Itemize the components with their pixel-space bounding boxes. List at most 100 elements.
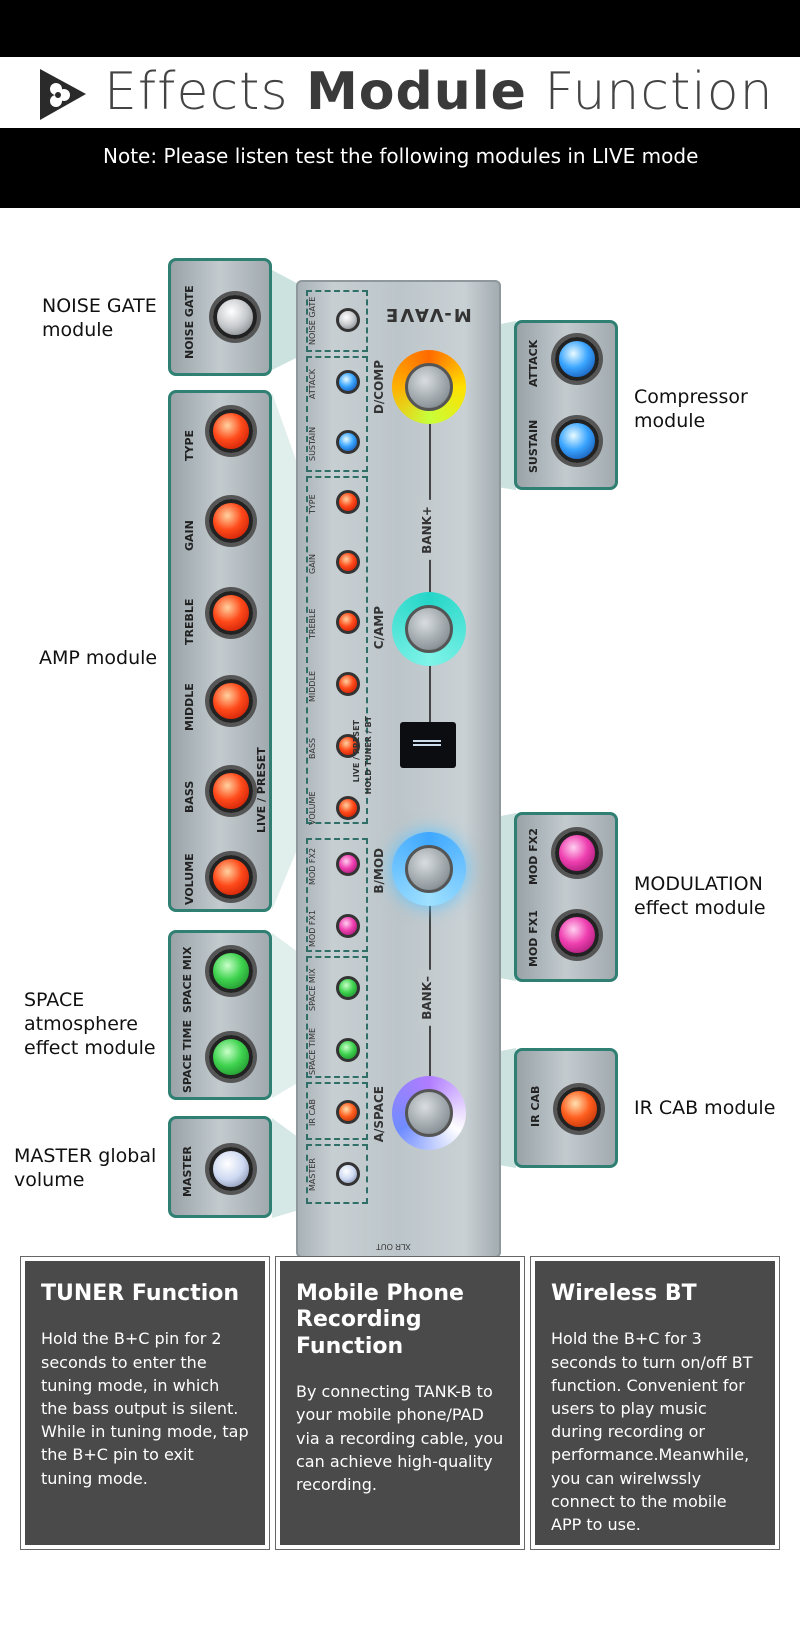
card-body: Hold the B+C pin for 2 seconds to enter …: [41, 1329, 249, 1488]
ir-cab-knob[interactable]: [557, 1087, 601, 1131]
pedal-knob-label: ATTACK: [308, 368, 317, 400]
hold-tuner-label: HOLD TUNER / BT: [364, 716, 373, 795]
pedal-knob-mod-fx1[interactable]: [336, 914, 360, 938]
compressor-dashed-box: [306, 356, 368, 472]
footswitch-d[interactable]: [392, 350, 466, 424]
pedal-knob-label: NOISE GATE: [308, 296, 317, 346]
knob-label: SPACE MIX: [181, 946, 194, 1013]
note-bar: Note: Please listen test the following m…: [0, 128, 800, 208]
bank-plus-line: [429, 390, 431, 750]
ir-cab-panel: IR CAB: [514, 1048, 618, 1168]
attack-knob[interactable]: [555, 337, 599, 381]
pedal-knob-master[interactable]: [336, 1162, 360, 1186]
noise-gate-knob[interactable]: [213, 295, 257, 339]
pedal-knob-ir-cab[interactable]: [336, 1100, 360, 1124]
live-preset-side-label: LIVE / PRESET: [255, 747, 268, 833]
amp-bass-knob[interactable]: [209, 769, 253, 813]
amp-volume-knob[interactable]: [209, 855, 253, 899]
space-panel: SPACE MIX SPACE TIME: [168, 930, 272, 1100]
modulation-panel: MOD FX2 MOD FX1: [514, 812, 618, 982]
diagram-stage: NOISE GATE ATTACK SUSTAIN TYPE GAIN TREB…: [0, 208, 800, 1258]
pedal-brand: M-VAVE: [384, 304, 472, 325]
knob-label: TYPE: [183, 429, 196, 461]
footswitch-c[interactable]: [392, 592, 466, 666]
pedal-knob-attack[interactable]: [336, 370, 360, 394]
pedal-knob-volume[interactable]: [336, 796, 360, 820]
ircab-dashed-box: [306, 1082, 368, 1140]
top-black-bar: [0, 0, 800, 57]
pedal-knob-treble[interactable]: [336, 610, 360, 634]
pedal-knob-sustain[interactable]: [336, 430, 360, 454]
card-body: By connecting TANK-B to your mobile phon…: [296, 1382, 504, 1494]
knob-label: MIDDLE: [183, 683, 196, 731]
amp-gain-knob[interactable]: [209, 499, 253, 543]
pedal-knob-middle[interactable]: [336, 672, 360, 696]
pedal-knob-label: GAIN: [308, 554, 317, 575]
mod-fx2-knob[interactable]: [555, 831, 599, 875]
noise-gate-dashed-box: [306, 290, 368, 352]
amp-type-knob[interactable]: [209, 409, 253, 453]
mod-fx1-knob[interactable]: [555, 913, 599, 957]
page-title: Effects Module Function: [104, 62, 774, 122]
space-time-knob[interactable]: [209, 1035, 253, 1079]
card-title: Mobile Phone Recording Function: [296, 1281, 464, 1359]
pedal-knob-label: SPACE MIX: [308, 968, 317, 1012]
pedal-knob-label: IR CAB: [308, 1098, 317, 1126]
amp-treble-knob[interactable]: [209, 591, 253, 635]
footswitch-label: B/MOD: [372, 848, 386, 894]
footswitch-a[interactable]: [392, 1076, 466, 1150]
knob-label: VOLUME: [183, 853, 196, 905]
compressor-panel: ATTACK SUSTAIN: [514, 320, 618, 490]
knob-label: IR CAB: [529, 1085, 542, 1127]
card-title: TUNER Function: [41, 1281, 240, 1306]
pedal-knob-mod-fx2[interactable]: [336, 852, 360, 876]
knob-label: GAIN: [183, 520, 196, 551]
knob-label: MASTER: [181, 1146, 194, 1197]
pedal-knob-space-time[interactable]: [336, 1038, 360, 1062]
knob-label: NOISE GATE: [183, 285, 196, 359]
pedal-knob-type[interactable]: [336, 490, 360, 514]
bank-minus-label: BANK–: [420, 970, 434, 1026]
pedal-knob-bass[interactable]: [336, 734, 360, 758]
knob-label: ATTACK: [527, 339, 540, 387]
pedal-knob-label: VOLUME: [308, 791, 317, 825]
flower-triangle-logo: [40, 69, 86, 120]
ir-cab-caption: IR CAB module: [634, 1097, 776, 1119]
master-panel: MASTER: [168, 1116, 272, 1218]
recording-card: Mobile Phone Recording Function By conne…: [275, 1256, 525, 1550]
space-mix-knob[interactable]: [209, 949, 253, 993]
pedal-knob-label: TYPE: [308, 494, 317, 514]
amp-panel: TYPE GAIN TREBLE MIDDLE BASS VOLUME LIVE…: [168, 390, 272, 912]
title-row: Effects Module Function: [0, 57, 800, 129]
pedal-knob-label: MASTER: [308, 1158, 317, 1192]
footswitch-label: D/COMP: [372, 360, 386, 415]
master-knob[interactable]: [209, 1147, 253, 1191]
footswitch-label: C/AMP: [372, 606, 386, 650]
pedal-knob-label: MOD FX1: [308, 909, 317, 947]
master-dashed-box: [306, 1144, 368, 1204]
card-title: Wireless BT: [551, 1281, 697, 1306]
pedal-knob-gain[interactable]: [336, 550, 360, 574]
bank-plus-label: BANK+: [420, 500, 434, 560]
knob-label: SUSTAIN: [527, 419, 540, 473]
pedal-body: NOISE GATE ATTACK SUSTAIN TYPE GAIN TREB…: [296, 280, 501, 1258]
pedal-knob-label: TREBLE: [308, 608, 317, 640]
footswitch-b[interactable]: [392, 832, 466, 906]
pedal-knob-space-mix[interactable]: [336, 976, 360, 1000]
noise-gate-panel: NOISE GATE: [168, 258, 272, 376]
amp-caption: AMP module: [39, 647, 158, 669]
pedal-knob-label: SUSTAIN: [308, 426, 317, 462]
knob-label: MOD FX2: [527, 828, 540, 885]
pedal-knob-label: MIDDLE: [308, 670, 317, 702]
xlr-out-label: XLR OUT: [376, 1242, 411, 1251]
pedal-knob-label: MOD FX2: [308, 847, 317, 885]
card-body: Hold the B+C for 3 seconds to turn on/of…: [551, 1329, 753, 1534]
sustain-knob[interactable]: [555, 419, 599, 463]
pedal-knob-noise-gate[interactable]: [336, 308, 360, 332]
knob-label: TREBLE: [183, 598, 196, 645]
amp-middle-knob[interactable]: [209, 679, 253, 723]
tuner-card: TUNER Function Hold the B+C pin for 2 se…: [20, 1256, 270, 1550]
